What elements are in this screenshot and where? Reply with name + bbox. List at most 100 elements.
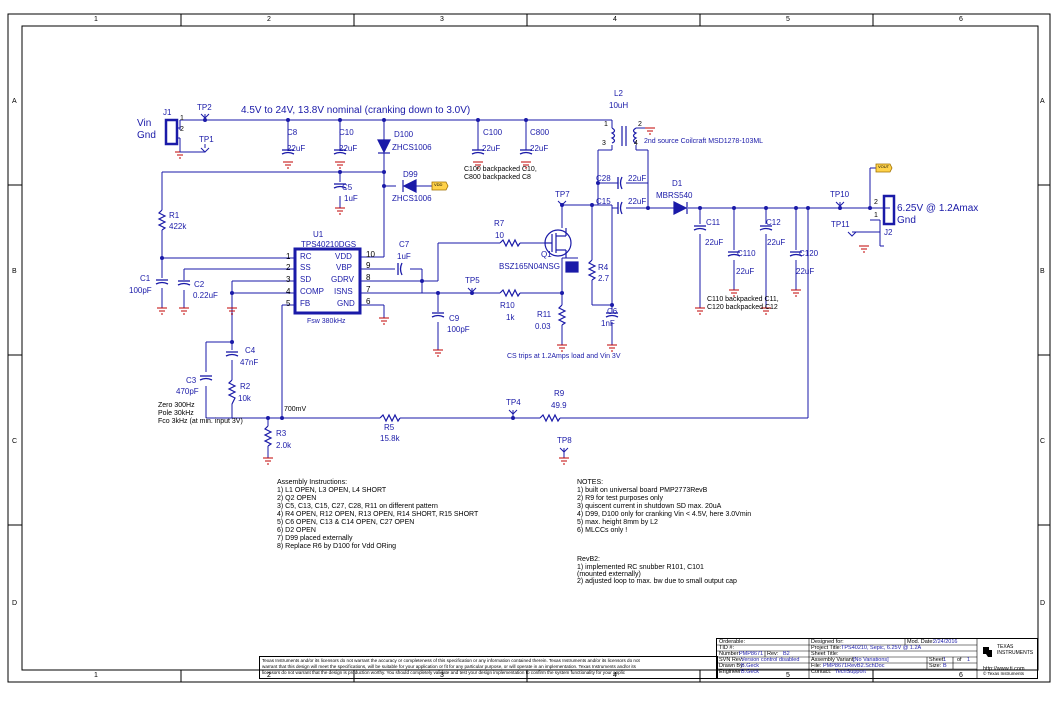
j1-pin1: 1 [180, 115, 184, 122]
c1-ref: C1 [140, 274, 151, 283]
assembly-line: 2) Q2 OPEN [277, 495, 317, 502]
c100-ref: C100 [483, 128, 503, 137]
assembly-line: 1) L1 OPEN, L3 OPEN, L4 SHORT [277, 487, 387, 494]
assembly-line: 8) Replace R6 by D100 for Vdd ORing [277, 543, 397, 550]
tb-ti-name: TEXAS INSTRUMENTS [997, 644, 1034, 656]
fb-voltage: 700mV [284, 406, 307, 413]
tb-contact-label: Contact: [811, 669, 832, 675]
c10-val: 22uF [339, 144, 358, 153]
l2-ref: L2 [614, 89, 623, 98]
title-block: Orderable: TID #: Number: PMP8671 Rev: B… [716, 638, 1038, 679]
r1-ref: R1 [169, 211, 180, 220]
row-label: D [12, 600, 18, 607]
c5-ref: C5 [342, 183, 353, 192]
c3-ref: C3 [186, 376, 197, 385]
c100-val: 22uF [482, 144, 501, 153]
u1-pin-num: 2 [286, 263, 291, 272]
u1-val: TPS40210DGS [301, 240, 357, 249]
assembly-line: 5) C6 OPEN, C13 & C14 OPEN, C27 OPEN [277, 519, 415, 526]
u1-pin-num: 4 [286, 287, 291, 296]
revb2-line: 1) implemented RC snubber R101, C101 [577, 564, 704, 571]
tb-tid: TID #: [719, 645, 734, 651]
assembly-line: 4) R4 OPEN, R12 OPEN, R13 OPEN, R14 SHOR… [277, 511, 479, 518]
notes-title: NOTES: [577, 479, 604, 486]
junctions [160, 118, 872, 420]
tb-project-title-label: Project Title: [811, 645, 842, 651]
l2-symbol [610, 126, 638, 146]
tb-rev-label: Rev: [767, 651, 779, 657]
tb-file-label: File: [811, 663, 822, 669]
j1-gnd: Gnd [137, 130, 156, 141]
l2-pin3: 3 [602, 140, 606, 147]
assembly-line: 3) C5, C13, C15, C27, C28, R11 on differ… [277, 503, 438, 510]
sheet-border [7, 13, 1051, 683]
j1-body [164, 118, 179, 146]
c7-val: 1uF [397, 252, 411, 261]
u1-ref: U1 [313, 230, 324, 239]
cs-trip-note: CS trips at 1.2Amps load and Vin 3V [507, 353, 621, 360]
tb-number: PMP8671 [739, 651, 764, 657]
l2-note: 2nd source Coilcraft MSD1278-103ML [644, 138, 764, 145]
tb-assembly-variant-label: Assembly Variant: [811, 657, 855, 663]
tb-project-title: TPS40210, Sepic, 6.25V @ 1.2A [841, 645, 922, 651]
ti-logo-icon [983, 647, 992, 657]
tb-mod-date-label: Mod. Date: [907, 639, 934, 645]
assembly-line: 7) D99 placed externally [277, 535, 353, 542]
r11-val: 0.03 [535, 322, 551, 331]
u1-pin-num: 5 [286, 299, 291, 308]
q1-symbol [544, 228, 579, 273]
net-flags [431, 163, 893, 191]
tb-mod-date: 2/24/2016 [933, 639, 958, 645]
c6-val: 1nF [601, 319, 615, 328]
c2-ref: C2 [194, 280, 205, 289]
tb-size-label: Size: [929, 663, 942, 669]
row-label: A [12, 98, 17, 105]
col-label: 1 [94, 672, 98, 679]
revb2-line: (mounted externally) [577, 571, 641, 578]
u1-pin-num: 9 [366, 261, 371, 270]
tb-size: B [943, 663, 947, 669]
r3-val: 2.0k [276, 441, 292, 450]
tb-sheet: 1 [943, 657, 947, 663]
j1-ref: J1 [163, 108, 172, 117]
tp10-label: TP10 [830, 190, 850, 199]
r2-ref: R2 [240, 382, 251, 391]
tb-engineer-label: Engineer: [719, 669, 743, 675]
col-label: 2 [267, 672, 271, 679]
c110-backpack-note: C110 backpacked C11, C120 backpacked C12 [707, 296, 779, 312]
row-label: C [1040, 438, 1046, 445]
c7-ref: C7 [399, 240, 410, 249]
tb-contact: TechSupport [835, 669, 866, 675]
l2-pin4: 4 [634, 140, 638, 147]
ground-symbols [157, 127, 869, 465]
j2-ref: J2 [884, 228, 893, 237]
c6-ref: C6 [607, 307, 618, 316]
tb-orderable: Orderable: [719, 639, 745, 645]
l2-pin1: 1 [604, 121, 608, 128]
disclaimer-line: warrant that this design will meet the s… [262, 664, 636, 669]
tp11-label: TP11 [831, 220, 850, 229]
wires [161, 114, 890, 458]
c3-val: 470pF [176, 387, 199, 396]
r4-val: 2.7 [598, 274, 610, 283]
tb-sheet-label: Sheet: [929, 657, 945, 663]
notes-line: 5) max. height 8mm by L2 [577, 519, 658, 526]
u1-pin-name: SD [300, 275, 312, 284]
c11-ref: C11 [706, 218, 721, 227]
tb-drawn: B.Geck [741, 663, 760, 669]
testpoint-markers [180, 113, 857, 453]
col-label: 1 [94, 16, 98, 23]
r9-ref: R9 [554, 389, 565, 398]
j2-pin1: 1 [874, 212, 878, 219]
r1-val: 422k [169, 222, 187, 231]
assembly-title: Assembly Instructions: [277, 479, 348, 486]
resistors [157, 209, 597, 447]
c28-val: 22uF [628, 174, 647, 183]
row-label: B [1040, 268, 1045, 275]
tb-of: 1 [967, 657, 971, 663]
tp8-label: TP8 [557, 436, 572, 445]
tb-sheet-title-label: Sheet Title: [811, 651, 839, 657]
q1-ref: Q1 [541, 250, 552, 259]
c4-ref: C4 [245, 346, 256, 355]
